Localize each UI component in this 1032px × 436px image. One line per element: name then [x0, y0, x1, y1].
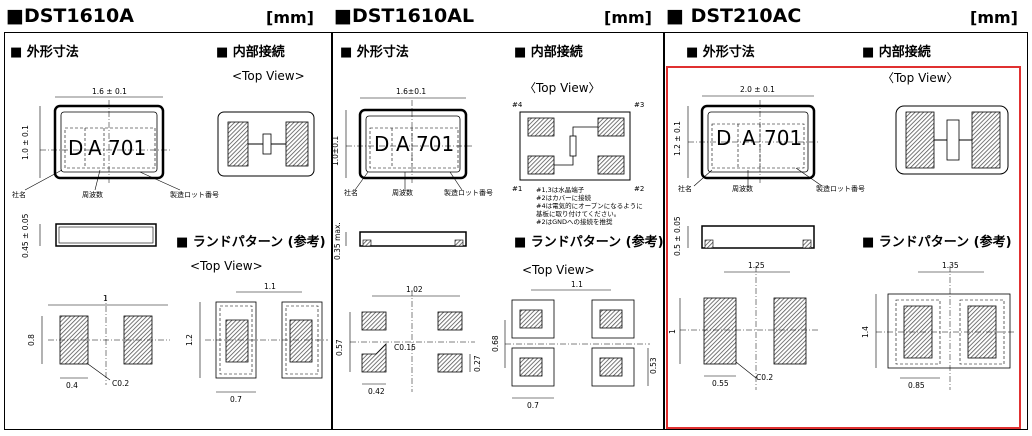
p3-mark-2: A — [742, 126, 756, 150]
p1-title: ■DST1610A — [6, 5, 134, 27]
p3-unit: [mm] — [970, 8, 1018, 27]
p3-dim-width: 2.0 ± 0.1 — [740, 85, 775, 94]
panel-dst1610al — [332, 32, 664, 430]
p1-land-top-view: <Top View> — [190, 259, 263, 273]
p2-land-heading: ■ ランドパターン (参考) — [514, 235, 664, 250]
p1-mark-2: A — [88, 136, 102, 160]
p1-mark-1: D — [68, 136, 84, 160]
p2-land-right-pad: 0.53 — [649, 357, 658, 374]
p1-dim-width: 1.6 ± 0.1 — [92, 87, 127, 96]
p1-land-right — [199, 291, 328, 393]
p3-land-right — [875, 266, 1015, 390]
p3-label-lot: 製造ロット番号 — [816, 185, 865, 193]
p2-note-3: #4は電気的にオープンになるように — [536, 202, 643, 210]
p3-land-right-height: 1.4 — [861, 326, 870, 338]
p2-land-top-view: <Top View> — [522, 263, 595, 277]
p3-land-heading: ■ ランドパターン (参考) — [862, 235, 1012, 250]
p1-connection-heading: ■ 内部接続 — [216, 45, 285, 60]
p1-land-right-width: 0.7 — [230, 395, 242, 404]
p3-label-frequency: 周波数 — [732, 185, 753, 193]
p2-land-chamfer: C0.15 — [394, 343, 416, 352]
p2-top-view: 〈Top View〉 — [524, 81, 601, 95]
p1-dim-height: 1.0 ± 0.1 — [21, 125, 30, 160]
p1-label-company: 社名 — [12, 191, 26, 199]
p2-land-right-width: 0.7 — [527, 401, 539, 410]
p1-land-right-height: 1.2 — [185, 334, 194, 346]
p2-mark-3: 701 — [416, 132, 455, 156]
p2-connection-heading: ■ 内部接続 — [514, 45, 583, 60]
p3-land-right-pitch: 1.35 — [942, 261, 959, 270]
p2-pin-4: #4 — [512, 101, 523, 109]
p2-land-height: 0.57 — [335, 339, 344, 356]
p3-side-view — [687, 225, 815, 249]
p2-outline-heading: ■ 外形寸法 — [340, 45, 409, 60]
p2-pin-2: #2 — [634, 185, 645, 193]
p2-land-left — [349, 290, 475, 392]
p3-dim-thickness: 0.5 ± 0.05 — [673, 216, 682, 256]
p3-land-pitch: 1.25 — [748, 261, 765, 270]
p1-mark-3: 701 — [108, 136, 147, 160]
p2-note-1: #1,3は水晶端子 — [536, 186, 585, 194]
p2-connection-view — [519, 111, 631, 181]
p2-side-view — [345, 231, 467, 247]
p2-unit: [mm] — [604, 8, 652, 27]
p2-top-package — [345, 97, 472, 191]
p3-land-chamfer: C0.2 — [756, 373, 774, 382]
p3-land-left — [679, 266, 820, 390]
p1-label-lot: 製造ロット番号 — [170, 191, 219, 199]
panel-dst1610a — [4, 32, 332, 430]
p2-note-5: #2はGNDへの接続を推奨 — [536, 218, 613, 226]
p2-land-right — [504, 289, 650, 399]
p3-mark-1: D — [716, 126, 732, 150]
p2-land-pitch: 1.02 — [406, 285, 423, 294]
p2-mark-2: A — [396, 132, 410, 156]
p3-title: ■ DST210AC — [666, 5, 802, 27]
highlight-frame — [666, 66, 1021, 429]
p1-label-frequency: 周波数 — [82, 191, 103, 199]
p2-note-2: #2はカバーに接続 — [536, 194, 592, 202]
p2-pin-1: #1 — [512, 185, 523, 193]
p1-unit: [mm] — [266, 8, 314, 27]
p1-land-pad-width: 0.4 — [66, 381, 78, 390]
p3-label-company: 社名 — [678, 185, 692, 193]
p3-mark-3: 701 — [764, 126, 803, 150]
p3-dim-height: 1.2 ± 0.1 — [673, 121, 682, 156]
p1-outline-heading: ■ 外形寸法 — [10, 45, 79, 60]
p3-land-right-width: 0.85 — [908, 381, 925, 390]
p3-connection-heading: ■ 内部接続 — [862, 45, 931, 60]
p2-land-pad-width: 0.42 — [368, 387, 385, 396]
p1-land-right-pitch: 1.1 — [264, 282, 276, 291]
p1-land-left — [41, 295, 170, 385]
p3-outline-heading: ■ 外形寸法 — [686, 45, 755, 60]
p2-pin-3: #3 — [634, 101, 645, 109]
p2-title: ■DST1610AL — [334, 5, 475, 27]
p1-land-chamfer: C0.2 — [112, 379, 130, 388]
p3-top-package — [687, 95, 823, 187]
p3-land-pad-width: 0.55 — [712, 379, 729, 388]
p1-land-pitch: 1 — [103, 294, 108, 303]
p1-side-view — [39, 223, 157, 247]
p2-land-right-height: 0.68 — [491, 335, 500, 352]
p2-land-pad-height: 0.27 — [473, 355, 482, 372]
p1-dim-thickness: 0.45 ± 0.05 — [21, 213, 30, 258]
p3-connection-view — [895, 105, 1009, 175]
p2-note-4: 基板に取り付けてください。 — [536, 210, 621, 218]
p1-top-view: <Top View> — [232, 69, 305, 83]
p1-connection-view — [217, 111, 315, 177]
p1-land-heading: ■ ランドパターン (参考) — [176, 235, 326, 250]
p1-top-package — [24, 96, 181, 191]
panel-dst210ac — [664, 32, 1028, 430]
p2-dim-thickness: 0.35 max. — [333, 222, 342, 260]
p2-label-company: 社名 — [344, 189, 358, 197]
p1-land-height: 0.8 — [27, 334, 36, 346]
p2-land-right-pitch: 1.1 — [571, 280, 583, 289]
p3-land-height: 1 — [668, 329, 677, 334]
p2-label-frequency: 周波数 — [392, 189, 413, 197]
p2-dim-width: 1.6±0.1 — [396, 87, 427, 96]
p2-dim-height: 1.0±0.1 — [331, 135, 340, 166]
p2-mark-1: D — [374, 132, 390, 156]
p2-label-lot: 製造ロット番号 — [444, 189, 493, 197]
p3-top-view: 〈Top View〉 — [882, 71, 959, 85]
